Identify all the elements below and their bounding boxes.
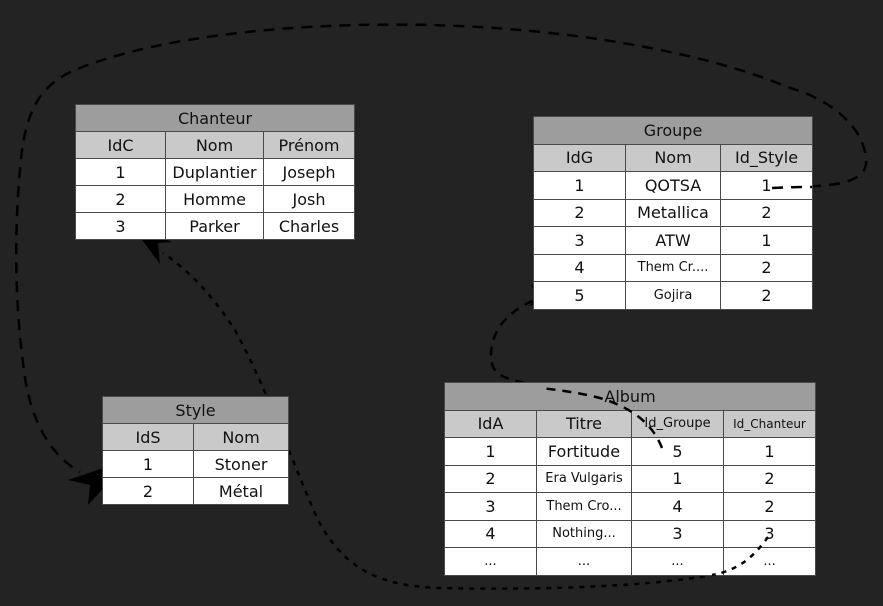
- table-cell: 1: [533, 171, 626, 200]
- table-cell: Josh: [263, 185, 355, 213]
- table-cell: Duplantier: [165, 158, 264, 186]
- table-cell: 4: [533, 253, 626, 282]
- table-cell: 2: [719, 253, 814, 282]
- table-cell: 2: [102, 477, 194, 505]
- column-header: IdG: [533, 143, 626, 172]
- table-cell: Fortitude: [536, 437, 632, 466]
- table-cell: Them Cr....: [625, 253, 721, 282]
- table-cell: 2: [722, 464, 817, 493]
- table-cell: 4: [631, 492, 724, 521]
- table-groupe: Groupe IdG Nom Id_Style 1 QOTSA 1 2 Meta…: [532, 116, 814, 310]
- table-title: Chanteur: [75, 104, 355, 132]
- column-header: Titre: [536, 409, 632, 438]
- table-row: 2 Metallica 2: [533, 198, 814, 227]
- table-cell: Joseph: [263, 158, 355, 186]
- table-cell: 3: [75, 212, 166, 240]
- table-cell: 2: [444, 464, 537, 493]
- table-cell: Nothing...: [536, 519, 632, 548]
- table-cell: 1: [722, 437, 817, 466]
- table-row: 3 Them Cro... 4 2: [444, 492, 817, 521]
- table-cell: Métal: [193, 477, 289, 505]
- table-cell: Gojira: [625, 281, 721, 310]
- table-cell: ...: [444, 547, 537, 576]
- table-row: 2 Homme Josh: [75, 185, 355, 213]
- table-cell: 1: [75, 158, 166, 186]
- column-header: Id_Style: [719, 143, 814, 172]
- table-row: 3 ATW 1: [533, 226, 814, 255]
- table-chanteur: Chanteur IdC Nom Prénom 1 Duplantier Jos…: [75, 104, 355, 240]
- table-cell: 5: [533, 281, 626, 310]
- table-cell: 2: [719, 281, 814, 310]
- table-title: Style: [102, 396, 289, 424]
- table-row: 1 Fortitude 5 1: [444, 437, 817, 466]
- table-style: Style IdS Nom 1 Stoner 2 Métal: [102, 396, 289, 505]
- table-cell: 5: [631, 437, 724, 466]
- table-cell: 3: [722, 519, 817, 548]
- table-cell: Era Vulgaris: [536, 464, 632, 493]
- table-cell: ...: [631, 547, 724, 576]
- table-cell: 1: [444, 437, 537, 466]
- table-cell: 3: [533, 226, 626, 255]
- table-cell: Metallica: [625, 198, 721, 227]
- column-header: IdS: [102, 423, 194, 451]
- table-title: Album: [443, 382, 817, 411]
- table-row: 2 Métal: [102, 477, 289, 505]
- table-cell: QOTSA: [625, 171, 721, 200]
- column-header: IdC: [75, 131, 166, 159]
- table-cell: 2: [722, 492, 817, 521]
- table-row: ... ... ... ...: [444, 547, 817, 576]
- table-row: 3 Parker Charles: [75, 212, 355, 240]
- table-title: Groupe: [532, 116, 814, 145]
- table-row: 2 Era Vulgaris 1 2: [444, 464, 817, 493]
- table-row: 5 Gojira 2: [533, 281, 814, 310]
- column-header: Id_Groupe: [631, 409, 724, 438]
- column-header: Nom: [625, 143, 721, 172]
- table-cell: Stoner: [193, 450, 289, 478]
- table-cell: Them Cro...: [536, 492, 632, 521]
- table-cell: 3: [444, 492, 537, 521]
- table-cell: 2: [533, 198, 626, 227]
- table-cell: 1: [719, 226, 814, 255]
- table-row: 4 Nothing... 3 3: [444, 519, 817, 548]
- table-cell: Parker: [165, 212, 264, 240]
- table-row: 1 Stoner: [102, 450, 289, 478]
- table-cell: 1: [719, 171, 814, 200]
- table-cell: 2: [75, 185, 166, 213]
- column-header: Nom: [193, 423, 289, 451]
- table-cell: 2: [719, 198, 814, 227]
- column-header: Prénom: [263, 131, 355, 159]
- column-header: Id_Chanteur: [722, 409, 817, 438]
- table-cell: 3: [631, 519, 724, 548]
- table-album: Album IdA Titre Id_Groupe Id_Chanteur 1 …: [443, 382, 817, 576]
- table-cell: ...: [536, 547, 632, 576]
- table-row: 1 QOTSA 1: [533, 171, 814, 200]
- table-cell: Charles: [263, 212, 355, 240]
- table-cell: 1: [631, 464, 724, 493]
- column-header: IdA: [444, 409, 537, 438]
- table-row: 4 Them Cr.... 2: [533, 253, 814, 282]
- table-cell: ...: [722, 547, 817, 576]
- table-cell: Homme: [165, 185, 264, 213]
- column-header: Nom: [165, 131, 264, 159]
- table-cell: 4: [444, 519, 537, 548]
- table-cell: ATW: [625, 226, 721, 255]
- table-cell: 1: [102, 450, 194, 478]
- table-row: 1 Duplantier Joseph: [75, 158, 355, 186]
